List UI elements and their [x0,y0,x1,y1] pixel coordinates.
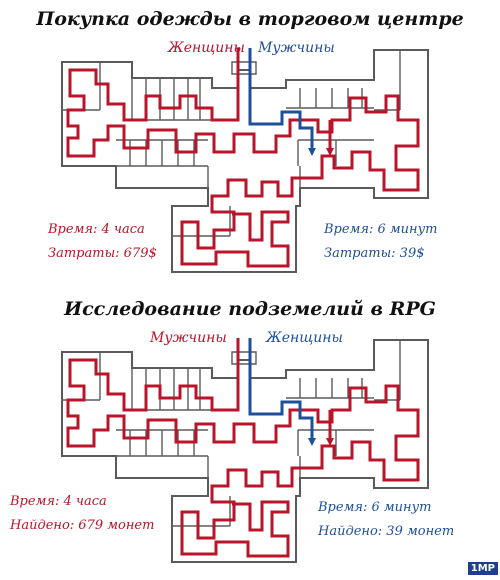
panel-1-left-label: Женщины [168,40,245,56]
panel-2-map [61,338,429,563]
red-route-path [66,338,420,558]
red-route-path [66,48,420,268]
panel-2-left-stats: Время: 4 часа Найдено: 679 монет [10,490,154,538]
panel-2-right-time: Время: 6 минут [318,500,432,515]
panel-1: Женщины Мужчины Время: 4 часа Затраты: 6… [48,40,437,273]
panel-2-left-found: Найдено: 679 монет [10,518,155,533]
panel-1-title: Покупка одежды в торговом центре [36,8,464,30]
panel-1-right-stats: Время: 6 минут Затраты: 39$ [324,218,437,266]
panel-2-right-stats: Время: 6 минут Найдено: 39 монет [318,496,454,544]
panel-1-left-stats: Время: 4 часа Затраты: 679$ [48,218,157,266]
panel-1-right-label: Мужчины [258,40,335,56]
panel-2-right-found: Найдено: 39 монет [318,524,455,539]
room-wall [231,61,257,75]
panel-2-title: Исследование подземелий в RPG [64,298,436,320]
panel-2-right-label: Женщины [266,330,343,346]
room-wall [231,351,257,365]
blue-route-path [248,48,316,156]
blue-route-path [248,338,316,446]
panel-2: Мужчины Женщины Время: 4 часа Найдено: 6… [0,290,500,580]
panel-1-left-spent: Затраты: 679$ [48,246,157,261]
panel-2-left-label: Мужчины [150,330,227,346]
panel-1-left-time: Время: 4 часа [48,222,145,237]
panel-1-right-spent: Затраты: 39$ [324,246,425,261]
panel-1-map [61,48,429,273]
watermark-logo: 1MP [467,562,498,575]
panel-1-right-time: Время: 6 минут [324,222,438,237]
panel-2-left-time: Время: 4 часа [10,494,107,509]
